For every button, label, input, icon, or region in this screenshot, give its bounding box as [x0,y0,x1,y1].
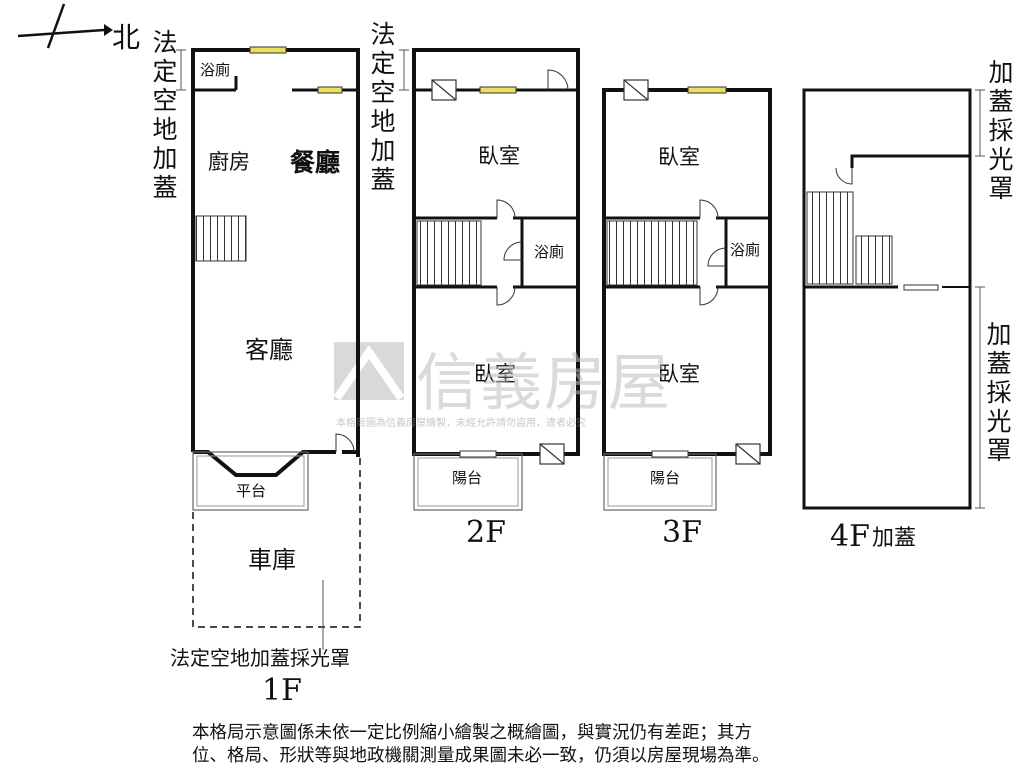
room-1f-living: 客廳 [245,336,293,364]
room-3f-balcony: 陽台 [650,469,681,487]
legal-addition-label-1f: 法定空地加蓋 [152,28,178,202]
ac-unit-3f-a [623,79,649,101]
north-label: 北 [112,21,141,54]
floor-label-4f: 4F [830,519,870,554]
doors-2f [496,69,569,306]
door-1f-entrance [335,433,355,453]
ac-unit-2f-a [431,79,457,101]
door-4f [835,167,853,185]
disclaimer-line-2: 位、格局、形狀等與地政機關測量成果圖未必一致，仍須以房屋現場為準。 [192,746,770,766]
window-1f-top [249,46,287,54]
skylight-label-top: 加蓋採光罩 [988,58,1014,203]
stairs-4f-a [806,191,854,285]
window-4f [903,284,939,291]
window-3f-top [687,86,727,94]
stairs-1f [195,215,247,262]
room-3f-bath: 浴廁 [730,241,761,259]
room-1f-platform: 平台 [236,482,267,500]
room-2f-balcony: 陽台 [452,469,483,487]
ac-unit-3f-b [735,443,761,465]
room-3f-bedroom-back: 臥室 [658,362,700,386]
doors-3f [699,199,727,306]
window-3f-door [651,450,689,458]
room-1f-bath: 浴廁 [200,61,231,79]
room-1f-garage: 車庫 [248,546,296,574]
stairs-2f [416,220,482,286]
disclaimer-line-1: 本格局示意圖係未依一定比例縮小繪製之概繪圖，與實況仍有差距；其方 [192,723,752,743]
room-1f-kitchen: 廚房 [208,150,250,174]
room-2f-bedroom-back: 臥室 [474,362,516,386]
north-arrow [17,3,113,49]
floor-label-1f: 1F [262,673,302,708]
floor-label-2f: 2F [466,515,506,550]
window-2f-door [459,450,497,458]
skylight-label-bottom: 加蓋採光罩 [986,320,1012,465]
room-1f-dining: 餐廳 [290,148,341,177]
room-3f-bedroom-front: 臥室 [658,145,700,169]
legal-addition-label-2f: 法定空地加蓋 [370,20,396,194]
room-2f-bath: 浴廁 [534,243,565,261]
stairs-4f-b [855,235,893,285]
watermark-notice: 本格局圖為信義房屋繪製，未經允許請勿盜用，違者必究 [336,418,586,429]
window-1f-dining [317,86,343,94]
stairs-3f [606,220,698,286]
watermark-brand: 信義房屋 [416,346,673,419]
garage-skylight-label: 法定空地加蓋採光罩 [170,646,350,670]
floor-label-3f: 3F [662,515,702,550]
window-2f-top [479,86,517,94]
floor-label-4f-suffix: 加蓋 [872,526,917,551]
room-2f-bedroom-front: 臥室 [478,144,520,168]
floor-4f-walls [802,88,985,510]
ac-unit-2f-b [539,443,565,465]
watermark-logo [333,342,405,401]
